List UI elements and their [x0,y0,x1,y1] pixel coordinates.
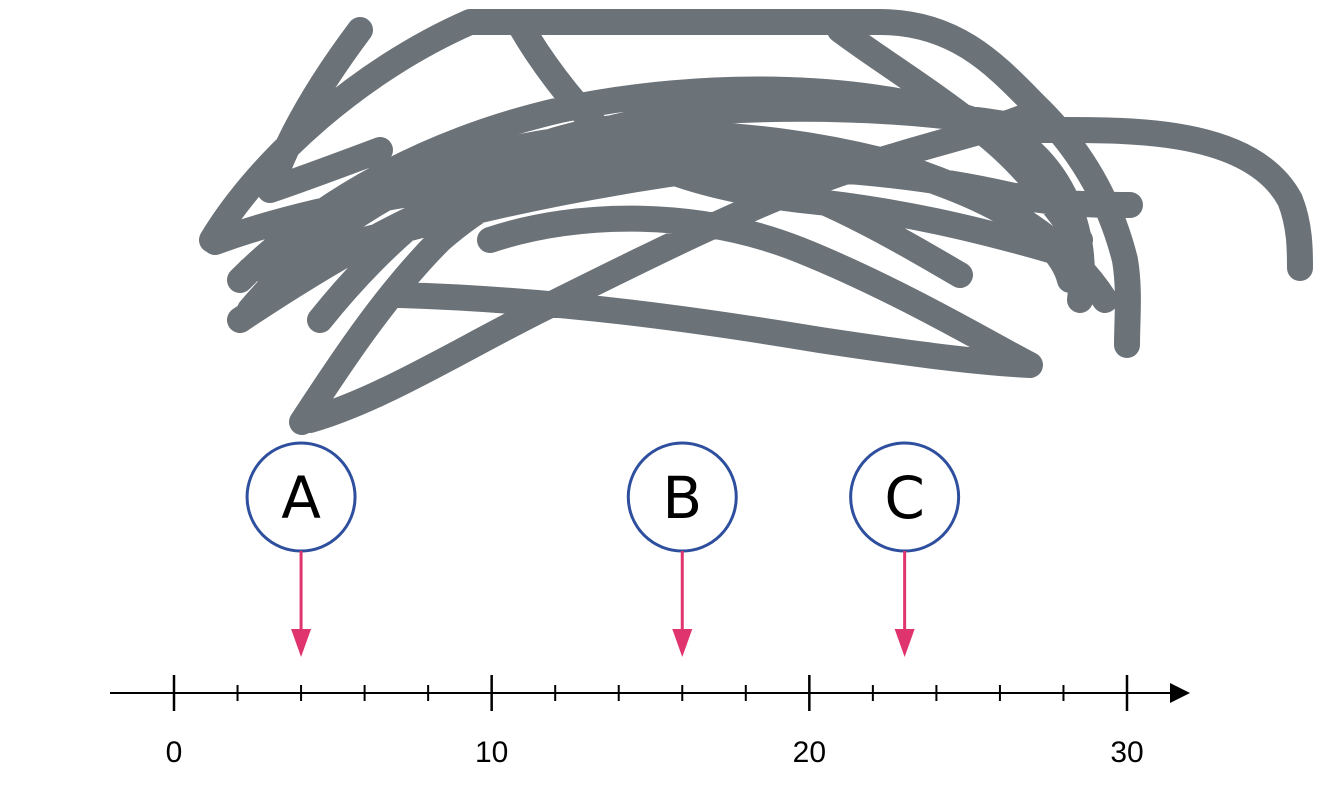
marker-arrow-head [894,629,915,657]
marker-arrow-head [291,629,312,657]
number-line: 0 10 20 30 [110,675,1190,769]
scribble-cover [199,9,1313,435]
marker-c: C [849,441,961,657]
tick-label: 0 [166,736,183,769]
marker-a: A [245,441,357,657]
marker-label: C [884,464,925,532]
position-markers: A B C [245,441,961,657]
marker-arrow-head [672,629,693,657]
tick-label: 10 [475,736,508,769]
number-line-ticks [172,675,1129,711]
tick-label: 20 [793,736,826,769]
tick-label: 30 [1110,736,1143,769]
marker-b: B [626,441,738,657]
marker-label: B [662,464,702,532]
number-line-tick-labels: 0 10 20 30 [166,736,1144,769]
scribble-stroke [199,9,1313,435]
number-line-arrowhead [1170,683,1190,703]
marker-label: A [281,464,321,532]
